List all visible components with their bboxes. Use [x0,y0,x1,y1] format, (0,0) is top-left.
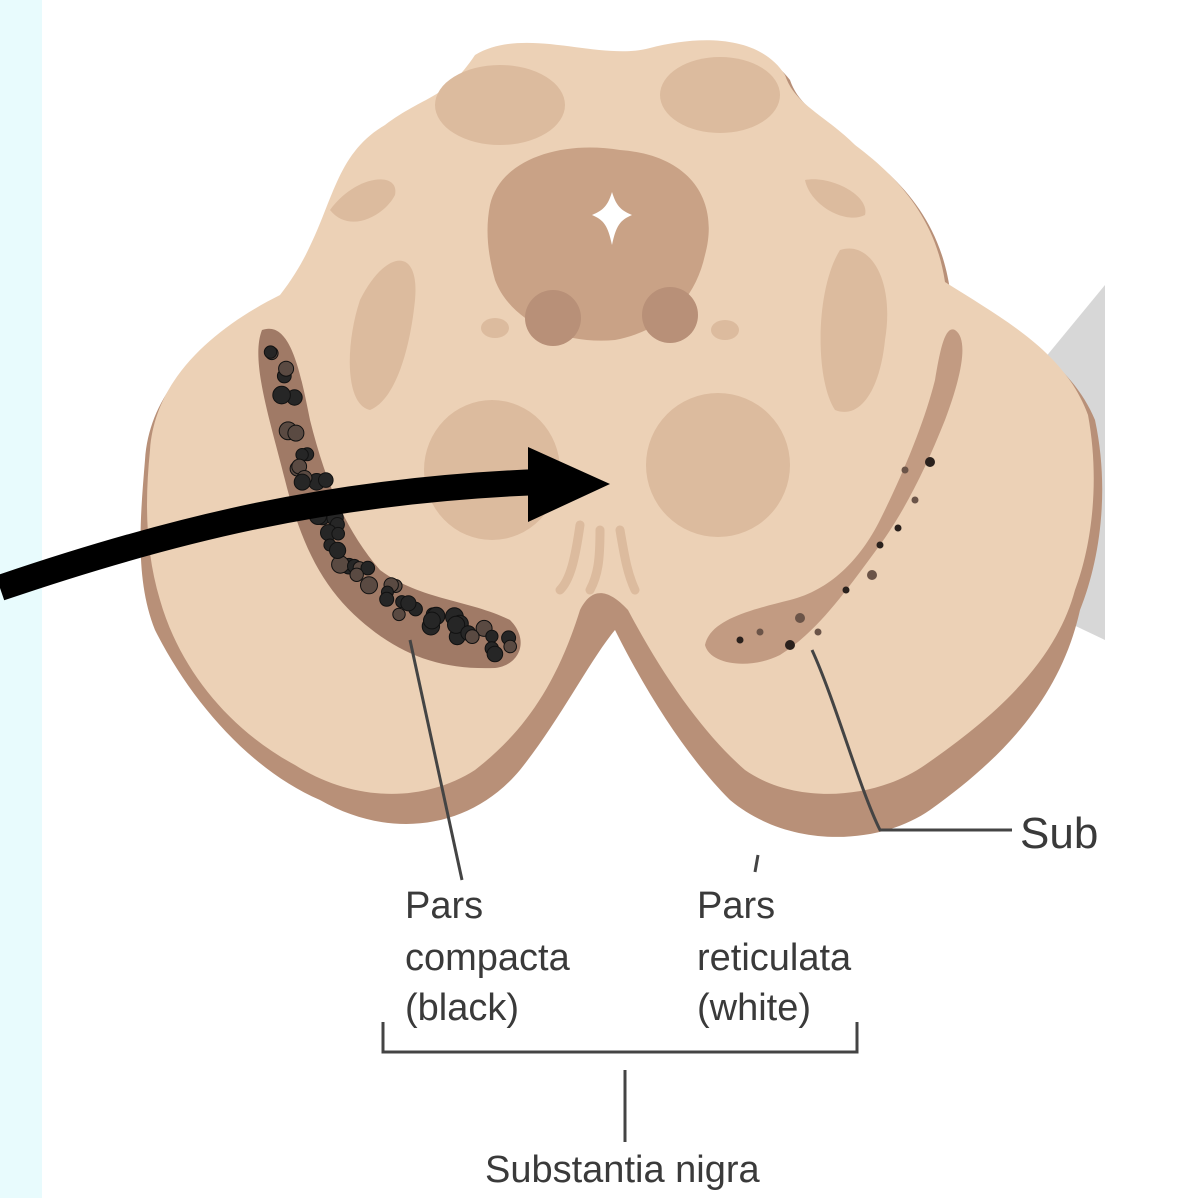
label-substantia-nigra: Substantia nigra [485,1149,760,1191]
neuron-dot [486,630,498,642]
red-nucleus-right [646,393,790,537]
neuron-dot [795,613,805,623]
neuron-dot [330,542,346,558]
neuron-dot [332,527,345,540]
neuron-dot [737,637,744,644]
neuron-dot [487,646,503,662]
neuron-dot [757,629,764,636]
neuron-dot [785,640,795,650]
neuron-dot [925,457,935,467]
neuron-dot [401,596,416,611]
neuron-dot [815,629,822,636]
neuron-dot [279,361,294,376]
neuron-dot [843,587,850,594]
neuron-dot [504,640,517,653]
colliculus-right [660,57,780,133]
neuron-dot [294,474,310,490]
neuron-dot [380,592,394,606]
neuron-dot [912,497,919,504]
neuron-dot [288,425,304,441]
neuron-dot [319,473,334,488]
neuron-dot [273,386,291,404]
neuron-dot [350,568,363,581]
neuron-dot [465,630,479,644]
nucleus-right [642,287,698,343]
neuron-dot [361,577,378,594]
neuron-dot [393,608,405,620]
neuron-dot [895,525,902,532]
small-nucleus-left [481,318,509,338]
neuron-dot [424,612,441,629]
neuron-dot [264,346,276,358]
label-cut-off: Sub [1020,809,1098,858]
small-nucleus-right [711,320,739,340]
neuron-dot [877,542,884,549]
neuron-dot [902,467,909,474]
colliculus-left [435,65,565,145]
neuron-dot [867,570,877,580]
nucleus-left [525,290,581,346]
